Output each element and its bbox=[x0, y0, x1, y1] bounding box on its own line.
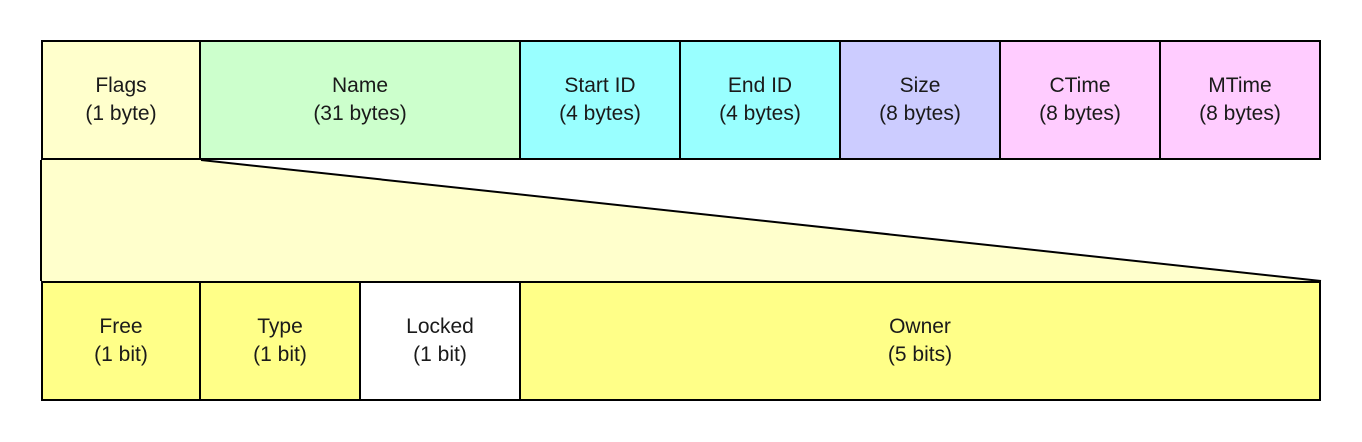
field-name-size: (31 bytes) bbox=[313, 102, 407, 125]
record-layout-row: Flags (1 byte) Name (31 bytes) Start ID … bbox=[41, 40, 1321, 160]
field-end-id: End ID (4 bytes) bbox=[679, 40, 841, 160]
bit-field-owner: Owner (5 bits) bbox=[519, 281, 1321, 401]
field-flags-name: Flags bbox=[95, 74, 147, 97]
bit-field-type-size: (1 bit) bbox=[253, 343, 307, 366]
field-ctime-name: CTime bbox=[1049, 74, 1111, 97]
field-end-id-name: End ID bbox=[727, 74, 793, 97]
field-mtime-name: MTime bbox=[1208, 74, 1272, 97]
field-size-name: Size bbox=[899, 74, 941, 97]
field-name: Name (31 bytes) bbox=[199, 40, 521, 160]
expansion-wedge-diagonal bbox=[200, 159, 1322, 282]
field-start-id-size: (4 bytes) bbox=[559, 102, 641, 125]
field-size-size: (8 bytes) bbox=[879, 102, 961, 125]
field-end-id-size: (4 bytes) bbox=[719, 102, 801, 125]
bit-field-locked-name: Locked bbox=[406, 315, 474, 338]
field-ctime: CTime (8 bytes) bbox=[999, 40, 1161, 160]
flags-bit-layout-row: Free (1 bit) Type (1 bit) Locked (1 bit)… bbox=[41, 281, 1321, 401]
bit-field-locked: Locked (1 bit) bbox=[359, 281, 521, 401]
field-start-id: Start ID (4 bytes) bbox=[519, 40, 681, 160]
field-ctime-size: (8 bytes) bbox=[1039, 102, 1121, 125]
field-size: Size (8 bytes) bbox=[839, 40, 1001, 160]
field-flags-size: (1 byte) bbox=[85, 102, 157, 125]
bit-field-owner-size: (5 bits) bbox=[887, 343, 953, 366]
bit-field-free: Free (1 bit) bbox=[41, 281, 201, 401]
field-mtime-size: (8 bytes) bbox=[1199, 102, 1281, 125]
field-mtime: MTime (8 bytes) bbox=[1159, 40, 1321, 160]
field-flags: Flags (1 byte) bbox=[41, 40, 201, 160]
bit-field-locked-size: (1 bit) bbox=[413, 343, 467, 366]
bit-field-free-size: (1 bit) bbox=[94, 343, 148, 366]
field-name-name: Name bbox=[331, 74, 389, 97]
bit-field-type: Type (1 bit) bbox=[199, 281, 361, 401]
bit-field-owner-name: Owner bbox=[889, 315, 951, 338]
expansion-wedge-fill bbox=[41, 160, 1321, 281]
bit-field-type-name: Type bbox=[257, 315, 303, 338]
field-start-id-name: Start ID bbox=[564, 74, 636, 97]
bit-field-free-name: Free bbox=[99, 315, 143, 338]
